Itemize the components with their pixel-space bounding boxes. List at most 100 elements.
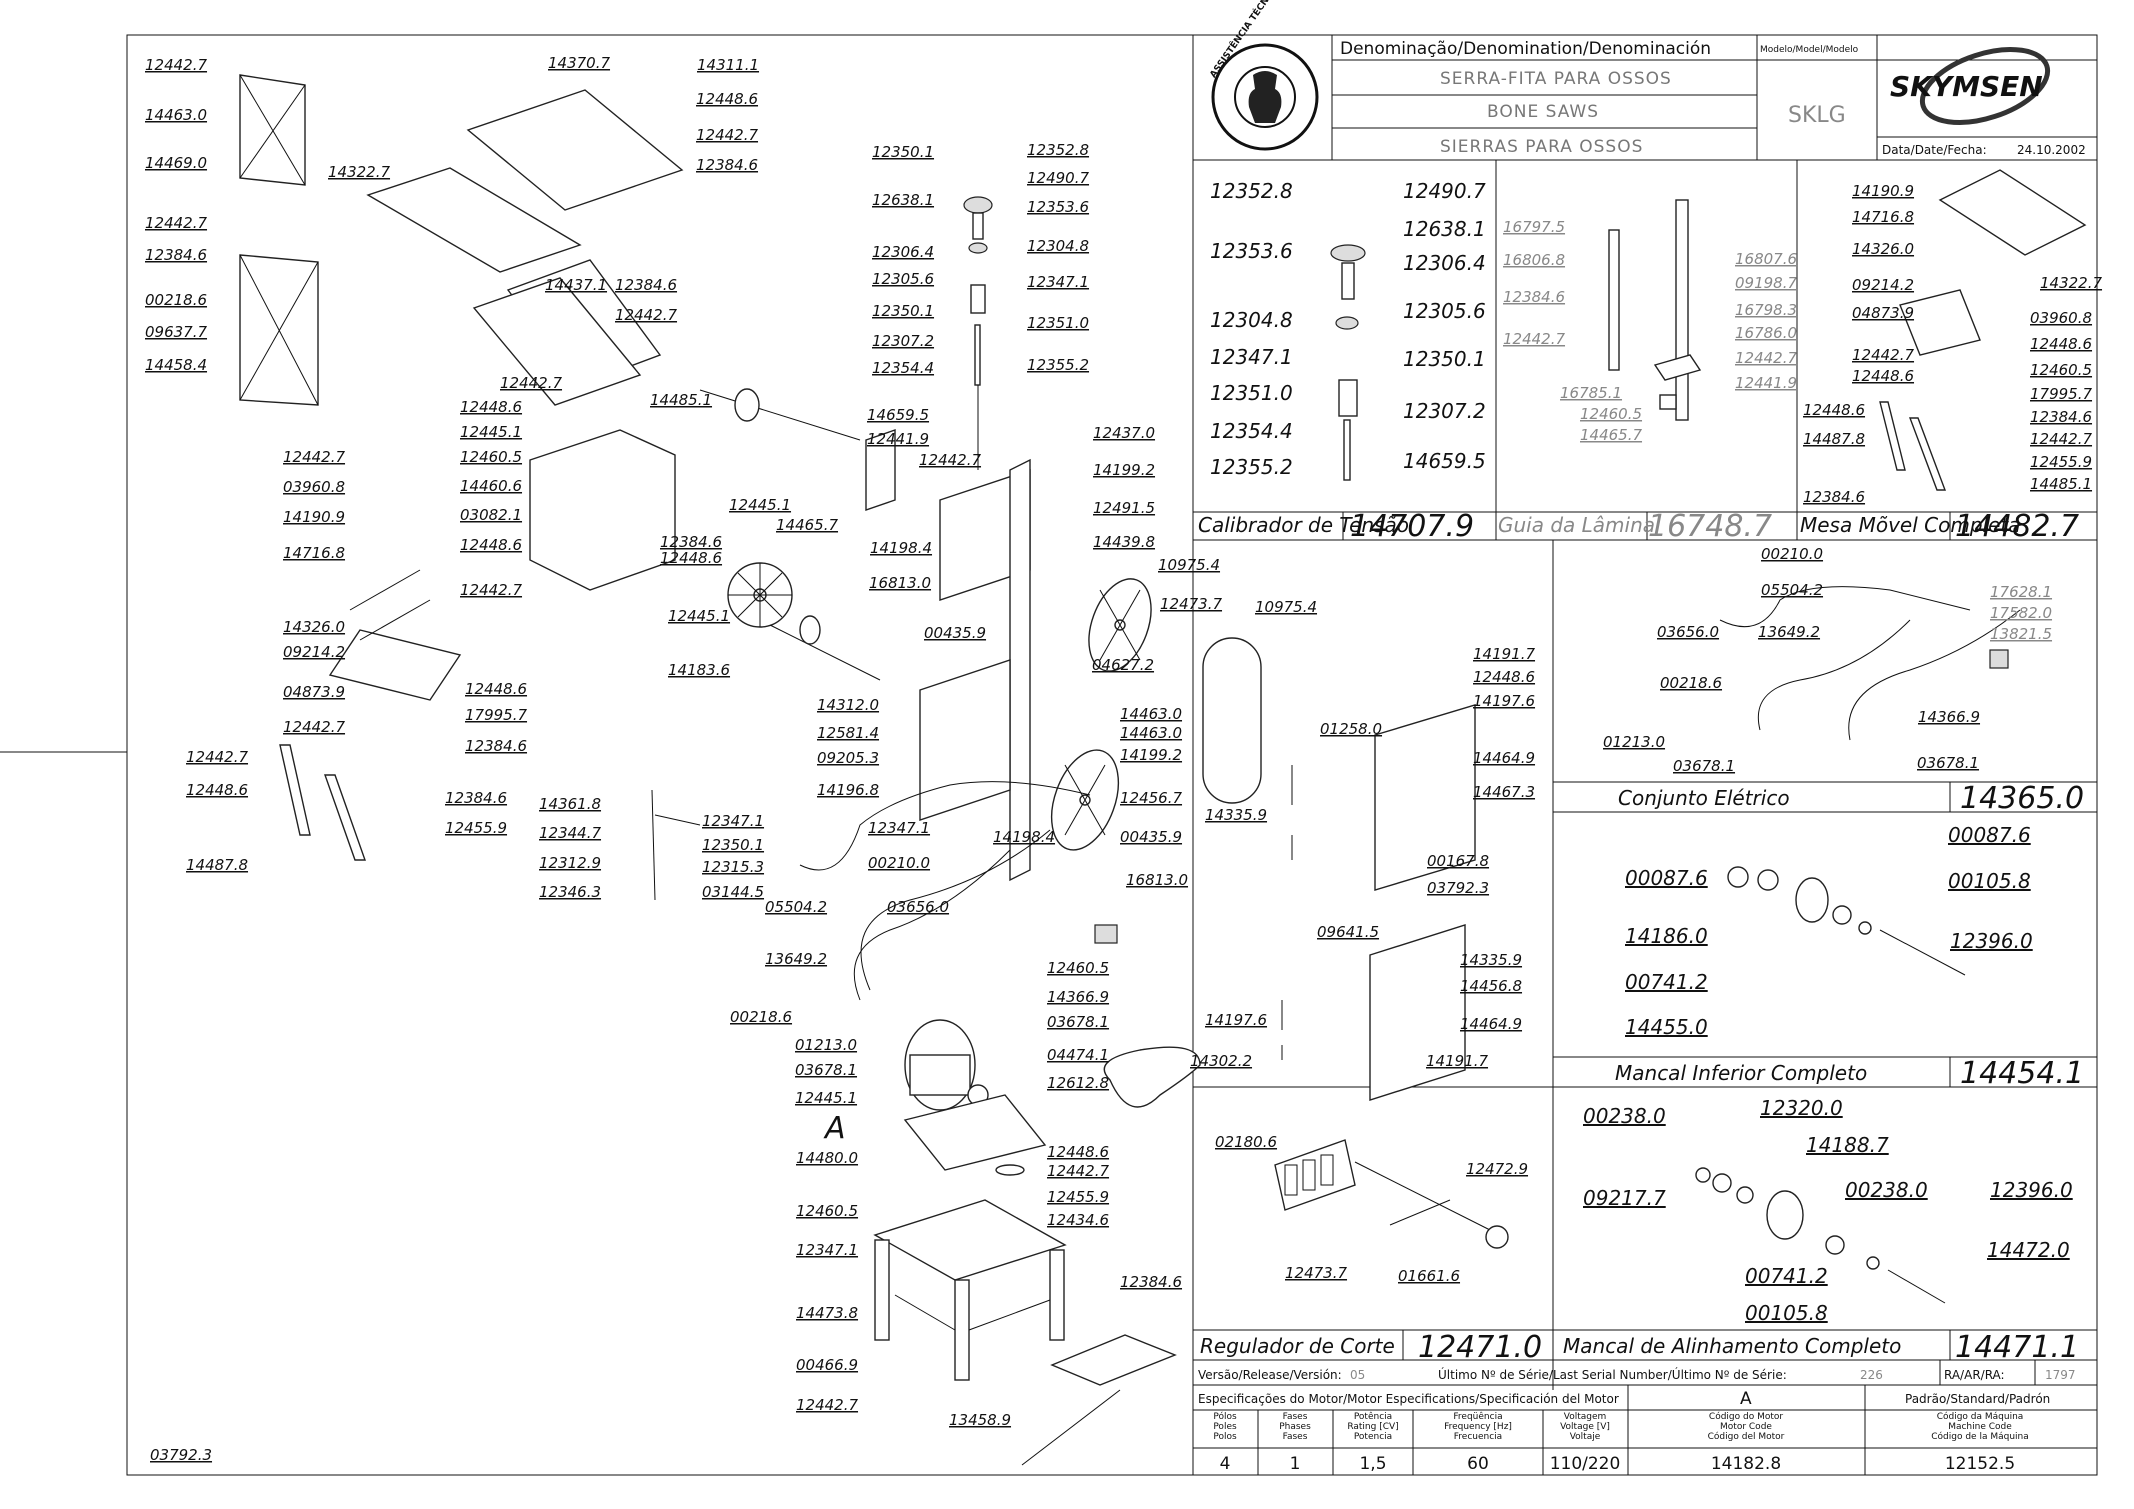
part-number-label: 04873.9 [283,683,345,701]
lower-door [1369,924,1466,1101]
version-label: Versão/Release/Versión: [1198,1368,1342,1382]
part-number-label: 12304.8 [1027,237,1089,255]
part-number-label: 03678.1 [1673,757,1735,775]
part-number-label: 17995.7 [2030,385,2092,403]
part-number-label: 14366.9 [1047,988,1109,1006]
spec-column-value: 4 [1220,1454,1231,1474]
part-number-label: 12305.6 [1403,299,1486,323]
part-number-label: 12442.7 [460,581,522,599]
part-number-label: 03678.1 [1917,754,1979,772]
part-number-label: 16813.0 [1126,871,1188,889]
ra-value: 1797 [2045,1368,2076,1382]
part-number-label: 14460.6 [460,477,522,495]
part-number-label: 14463.0 [145,106,207,124]
part-number-label: 12445.1 [795,1089,857,1107]
part-number-label: 12448.6 [1852,367,1914,385]
part-number-label: 12350.1 [1403,347,1486,371]
part-number-label: 16813.0 [869,574,931,592]
motor-spec-columns: PólosPolesPolos4FasesPhasesFases1Potênci… [1213,1411,2028,1474]
part-number-label: 14199.2 [1120,746,1182,764]
part-number-label: 03678.1 [1047,1013,1109,1031]
part-number-label: 14716.8 [283,544,345,562]
part-number-label: 09214.2 [1852,276,1914,294]
part-number-label: 00466.9 [796,1356,858,1374]
part-number-label: 12581.4 [817,724,879,742]
name-es: SIERRAS PARA OSSOS [1440,137,1643,157]
spec-column-header: Fases [1283,1412,1308,1422]
part-number-label: 12456.7 [1120,789,1182,807]
part-number-label: 04873.9 [1852,304,1914,322]
name-pt: SERRA-FITA PARA OSSOS [1440,69,1672,89]
part-number-label: 12448.6 [660,549,722,567]
part-number-label: 00435.9 [924,624,986,642]
table-code: 14482.7 [1955,509,2079,544]
part-number-label: 12460.5 [2030,361,2092,379]
part-number-label: 12307.2 [872,332,934,350]
part-number-label: 12384.6 [1120,1273,1182,1291]
tension-detail-shapes [1330,244,1366,481]
spec-column-value: 14182.8 [1711,1454,1781,1474]
spec-column-value: 110/220 [1550,1454,1621,1474]
spec-column-header: Código do Motor [1709,1411,1783,1422]
guide-detail-shapes [1608,199,1702,421]
serial-label: Último Nº de Série/Last Serial Number/Úl… [1438,1367,1787,1382]
part-number-label: 12307.2 [1403,399,1486,423]
spec-column-header: Poles [1213,1422,1237,1432]
part-number-label: 12347.1 [1027,273,1089,291]
spec-column-header: Fases [1283,1432,1308,1442]
part-number-label: 12434.6 [1047,1211,1109,1229]
part-number-label: 14322.7 [328,163,390,181]
spec-column-value: 1,5 [1359,1454,1386,1474]
wheel-lower-right [1050,749,1120,851]
part-number-label: 14659.5 [867,406,929,424]
part-number-label: 12346.3 [539,883,601,901]
part-number-label: 12442.7 [186,748,248,766]
part-number-label: 12442.7 [1735,349,1797,367]
part-number-label: 12304.8 [1210,308,1293,332]
part-number-label: 13649.2 [1758,623,1820,641]
part-number-label: 03960.8 [283,478,345,496]
part-number-label: 17582.0 [1990,604,2052,622]
part-number-label: 12354.4 [1210,419,1293,443]
part-number-label: 14480.0 [796,1149,858,1167]
part-number-label: 12384.6 [1803,488,1865,506]
lower-column-housing [919,659,1011,821]
part-number-label: 12437.0 [1093,424,1155,442]
part-number-label: 12384.6 [465,737,527,755]
part-number-label: 14485.1 [2030,475,2092,493]
handle-bar [279,744,311,836]
alignment-bearing-shapes [1695,1167,1946,1304]
part-number-label: 14487.8 [186,856,248,874]
part-number-label: 14198.4 [993,828,1055,846]
part-number-label: 03960.8 [2030,309,2092,327]
spec-column-header: Código del Motor [1708,1431,1785,1442]
part-number-label: 14456.8 [1460,977,1522,995]
guide-code: 16748.7 [1648,509,1772,544]
main-part-labels: 12442.714463.014469.012442.712384.600218… [145,54,1535,1464]
upper-door [1374,704,1476,891]
slider-plate [865,429,896,511]
part-number-label: 01213.0 [1603,733,1665,751]
part-number-label: 09637.7 [145,323,207,341]
part-number-label: 12612.8 [1047,1074,1109,1092]
part-number-label: 14311.1 [697,56,759,74]
part-number-label: 12347.1 [702,812,764,830]
denomination-header: Denominação/Denomination/Denominación [1340,39,1711,59]
spec-column-header: Machine Code [1948,1422,2012,1432]
spec-column-header: Frecuencia [1454,1432,1502,1442]
part-number-label: 14370.7 [548,54,610,72]
spec-column-header: Freqüência [1453,1411,1502,1422]
motor-spec-label: Especificações do Motor/Motor Especifica… [1198,1392,1619,1406]
part-number-label: 16786.0 [1735,324,1797,342]
cut-regulator-title: Regulador de Corte [1200,1334,1395,1358]
part-number-label: 17995.7 [465,706,527,724]
part-number-label: 12473.7 [1160,595,1222,613]
part-number-label: 12448.6 [1473,668,1535,686]
date-value: 24.10.2002 [2017,143,2086,157]
standard-label: Padrão/Standard/Padrón [1905,1392,2050,1406]
part-number-label: 12460.5 [796,1202,858,1220]
guide-title: Guia da Lâmina [1498,513,1655,537]
part-number-label: 14437.1 [545,276,607,294]
part-number-label: 14485.1 [650,391,712,409]
